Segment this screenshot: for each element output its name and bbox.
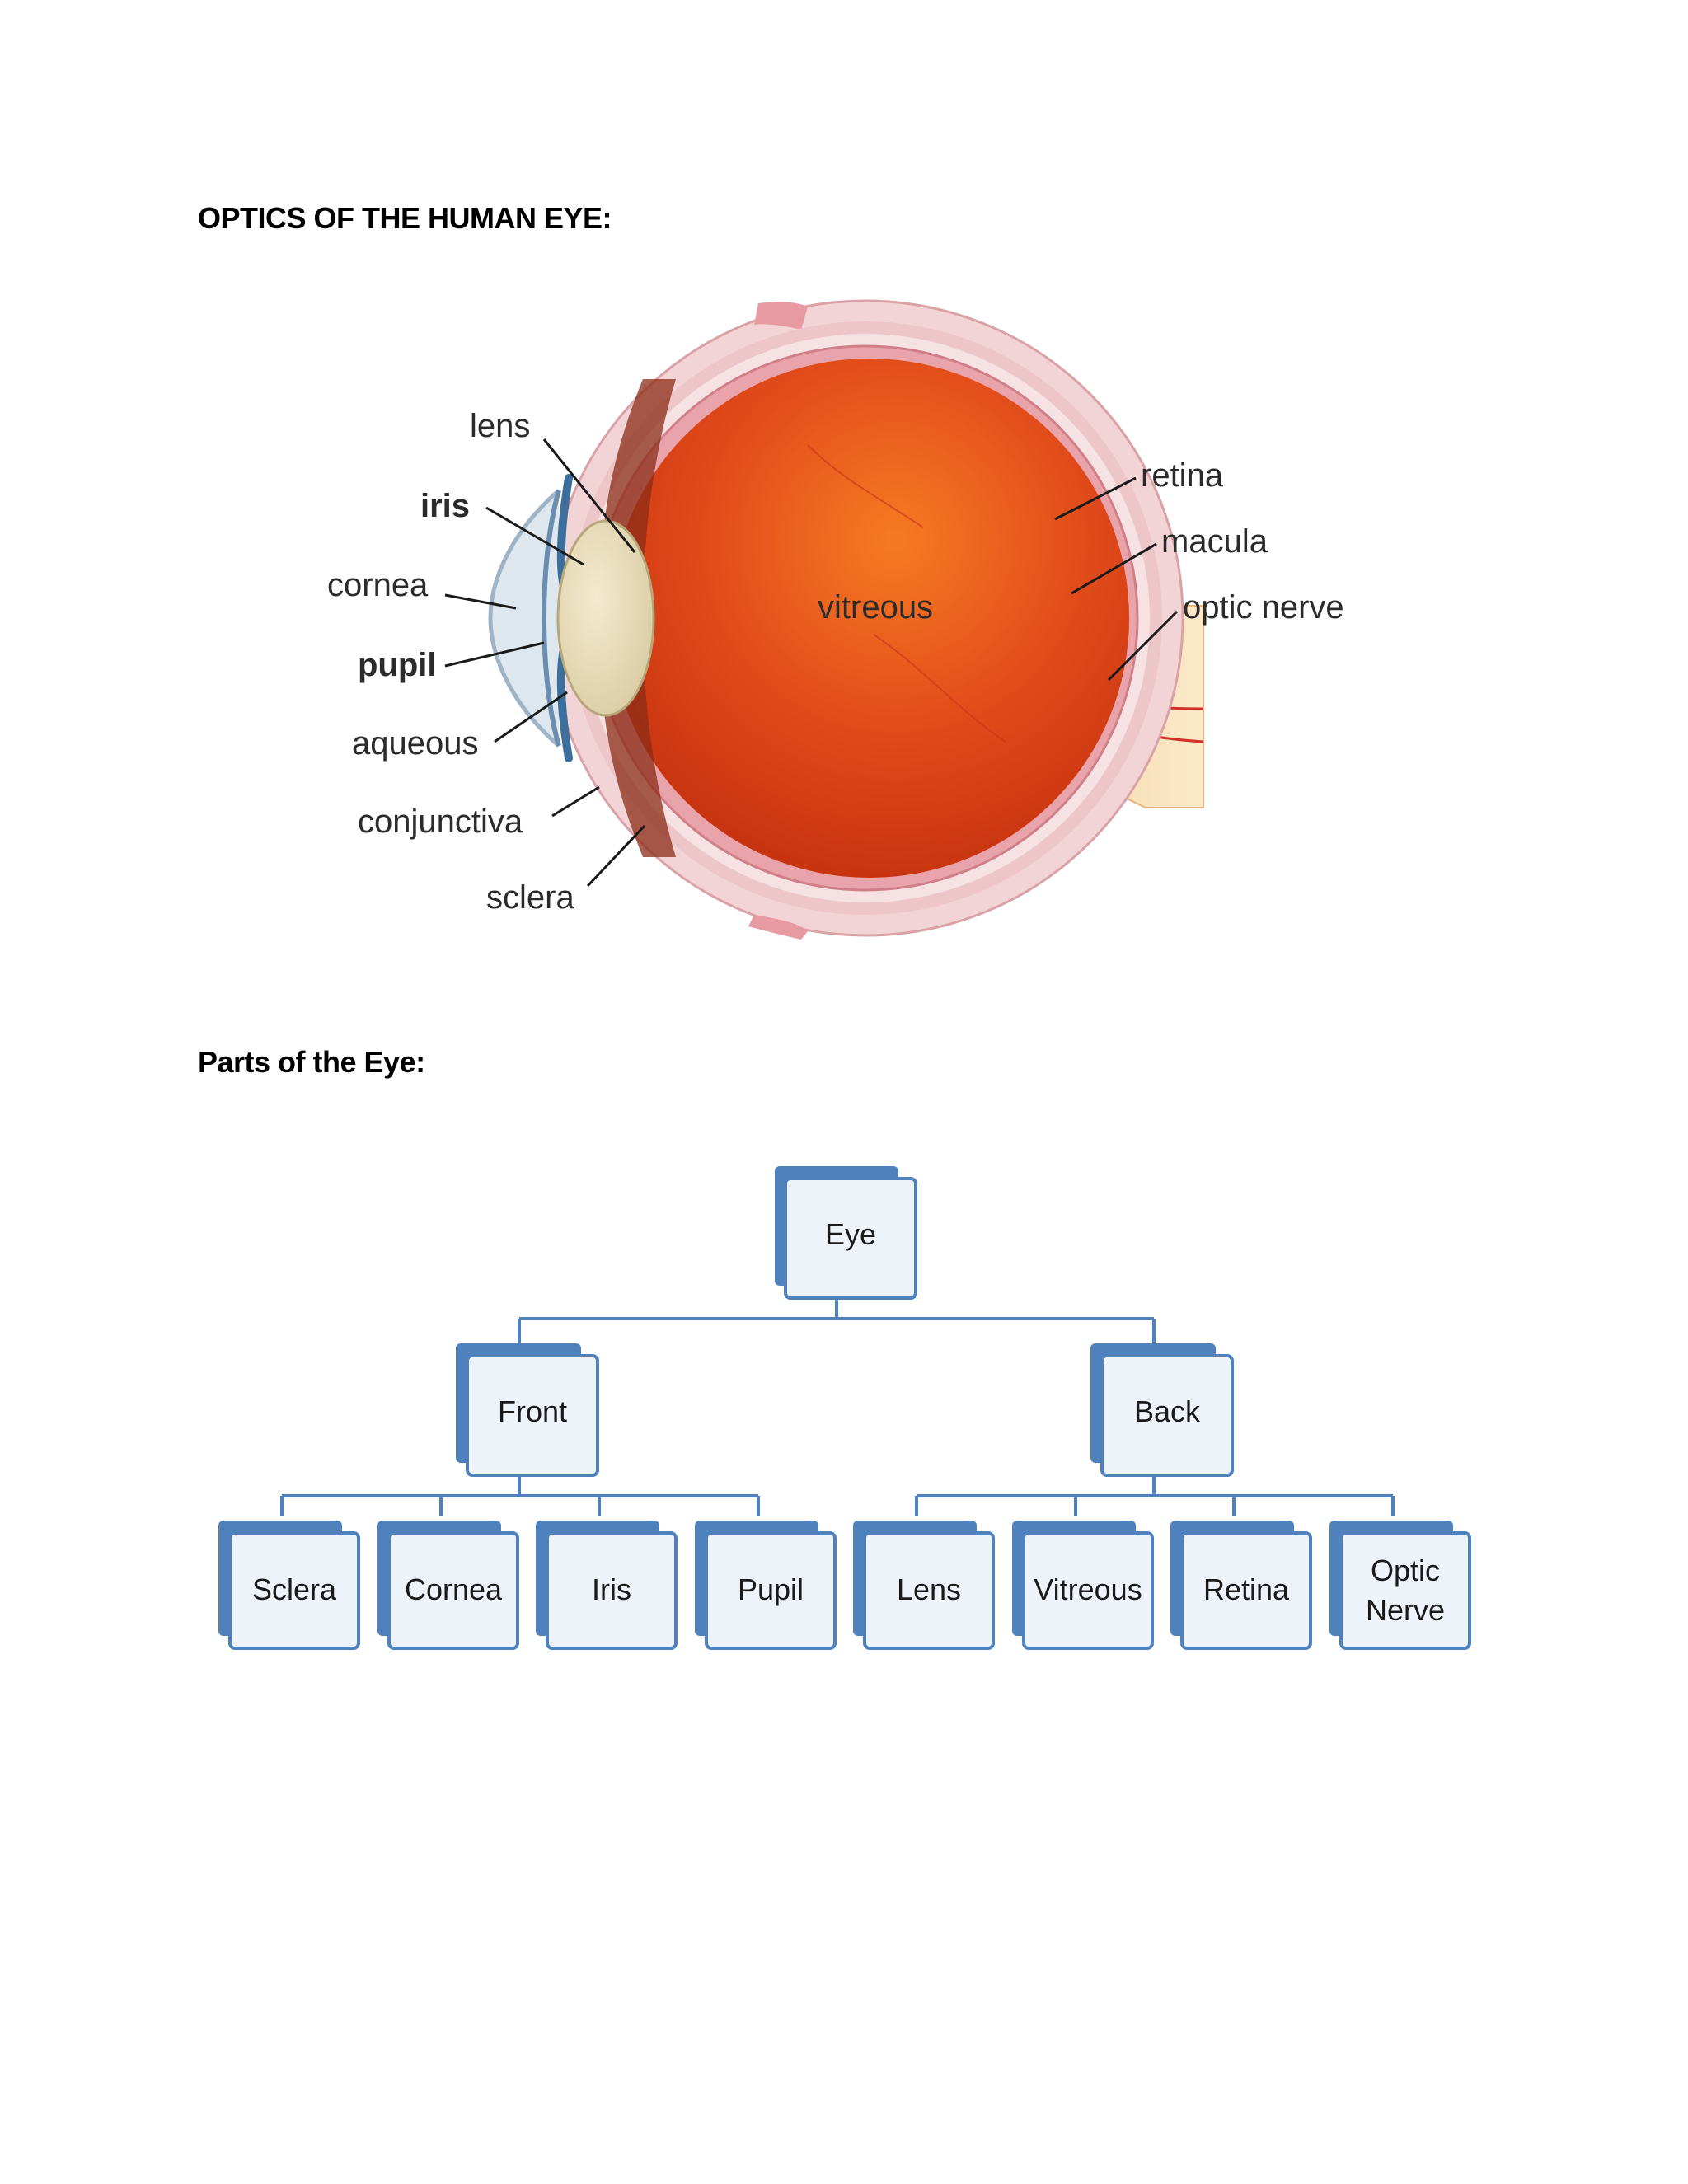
node-optic-nerve-label-line2: Nerve [1366, 1593, 1445, 1627]
node-optic-nerve: Optic Nerve [1329, 1521, 1471, 1650]
lens [556, 519, 655, 717]
node-front: Front [456, 1343, 599, 1477]
label-iris: iris [420, 488, 470, 524]
node-pupil-label: Pupil [738, 1572, 804, 1606]
label-cornea: cornea [327, 567, 429, 603]
node-vitreous-label: Vitreous [1034, 1572, 1142, 1606]
node-back-label: Back [1134, 1394, 1201, 1428]
node-back: Back [1090, 1343, 1234, 1477]
label-pupil: pupil [358, 647, 437, 683]
section-heading-parts: Parts of the Eye: [198, 1045, 425, 1079]
label-optic-nerve: optic nerve [1183, 589, 1344, 626]
vitreous-body [610, 359, 1129, 878]
node-sclera-label: Sclera [252, 1572, 337, 1606]
node-iris-label: Iris [592, 1572, 631, 1606]
parts-hierarchy-diagram: Eye Front Back Sclera Cornea Iris Pupil … [218, 1166, 1471, 1650]
tree-connectors [280, 1298, 1395, 1516]
label-lens: lens [470, 408, 530, 444]
node-front-label: Front [498, 1394, 567, 1428]
node-eye: Eye [775, 1166, 917, 1300]
label-macula: macula [1161, 523, 1268, 560]
node-retina-label: Retina [1203, 1572, 1290, 1606]
node-lens: Lens [853, 1521, 995, 1650]
label-vitreous: vitreous [818, 589, 933, 626]
node-lens-label: Lens [897, 1572, 961, 1606]
node-iris: Iris [536, 1521, 678, 1650]
leader-lines [444, 438, 1179, 888]
node-retina: Retina [1170, 1521, 1312, 1650]
node-eye-label: Eye [825, 1217, 876, 1251]
label-sclera: sclera [486, 879, 574, 916]
node-sclera: Sclera [218, 1521, 360, 1650]
page-title: OPTICS OF THE HUMAN EYE: [198, 201, 612, 235]
label-conjunctiva: conjunctiva [358, 804, 523, 840]
label-retina: retina [1141, 457, 1224, 494]
node-cornea-label: Cornea [405, 1572, 503, 1606]
eye-anatomy-diagram: lens iris cornea pupil aqueous conjuncti… [327, 299, 1344, 940]
node-vitreous: Vitreous [1012, 1521, 1154, 1650]
cornea [488, 489, 561, 748]
label-aqueous: aqueous [352, 725, 478, 762]
node-pupil: Pupil [695, 1521, 837, 1650]
node-optic-nerve-label-line1: Optic [1371, 1554, 1440, 1587]
node-cornea: Cornea [377, 1521, 519, 1650]
